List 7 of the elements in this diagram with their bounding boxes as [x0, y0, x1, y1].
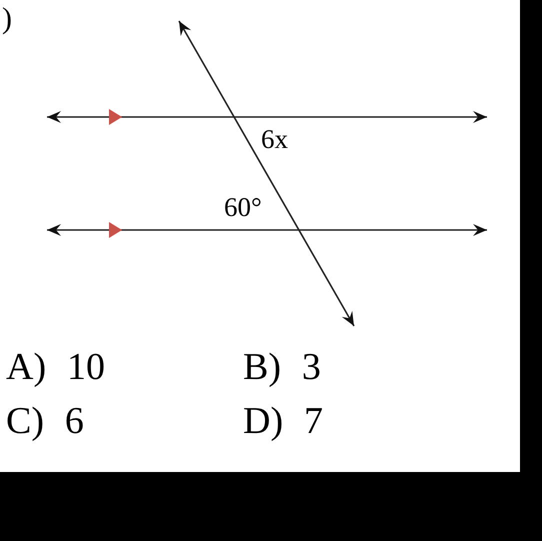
- answer-choice: A) 10: [6, 348, 105, 386]
- angle-label: 60°: [224, 194, 262, 221]
- answer-choice: C) 6: [6, 402, 84, 440]
- answer-choice: D) 7: [243, 402, 323, 440]
- answer-choice: B) 3: [243, 348, 321, 386]
- question-number: ): [2, 4, 12, 34]
- angle-label: 6x: [261, 126, 288, 153]
